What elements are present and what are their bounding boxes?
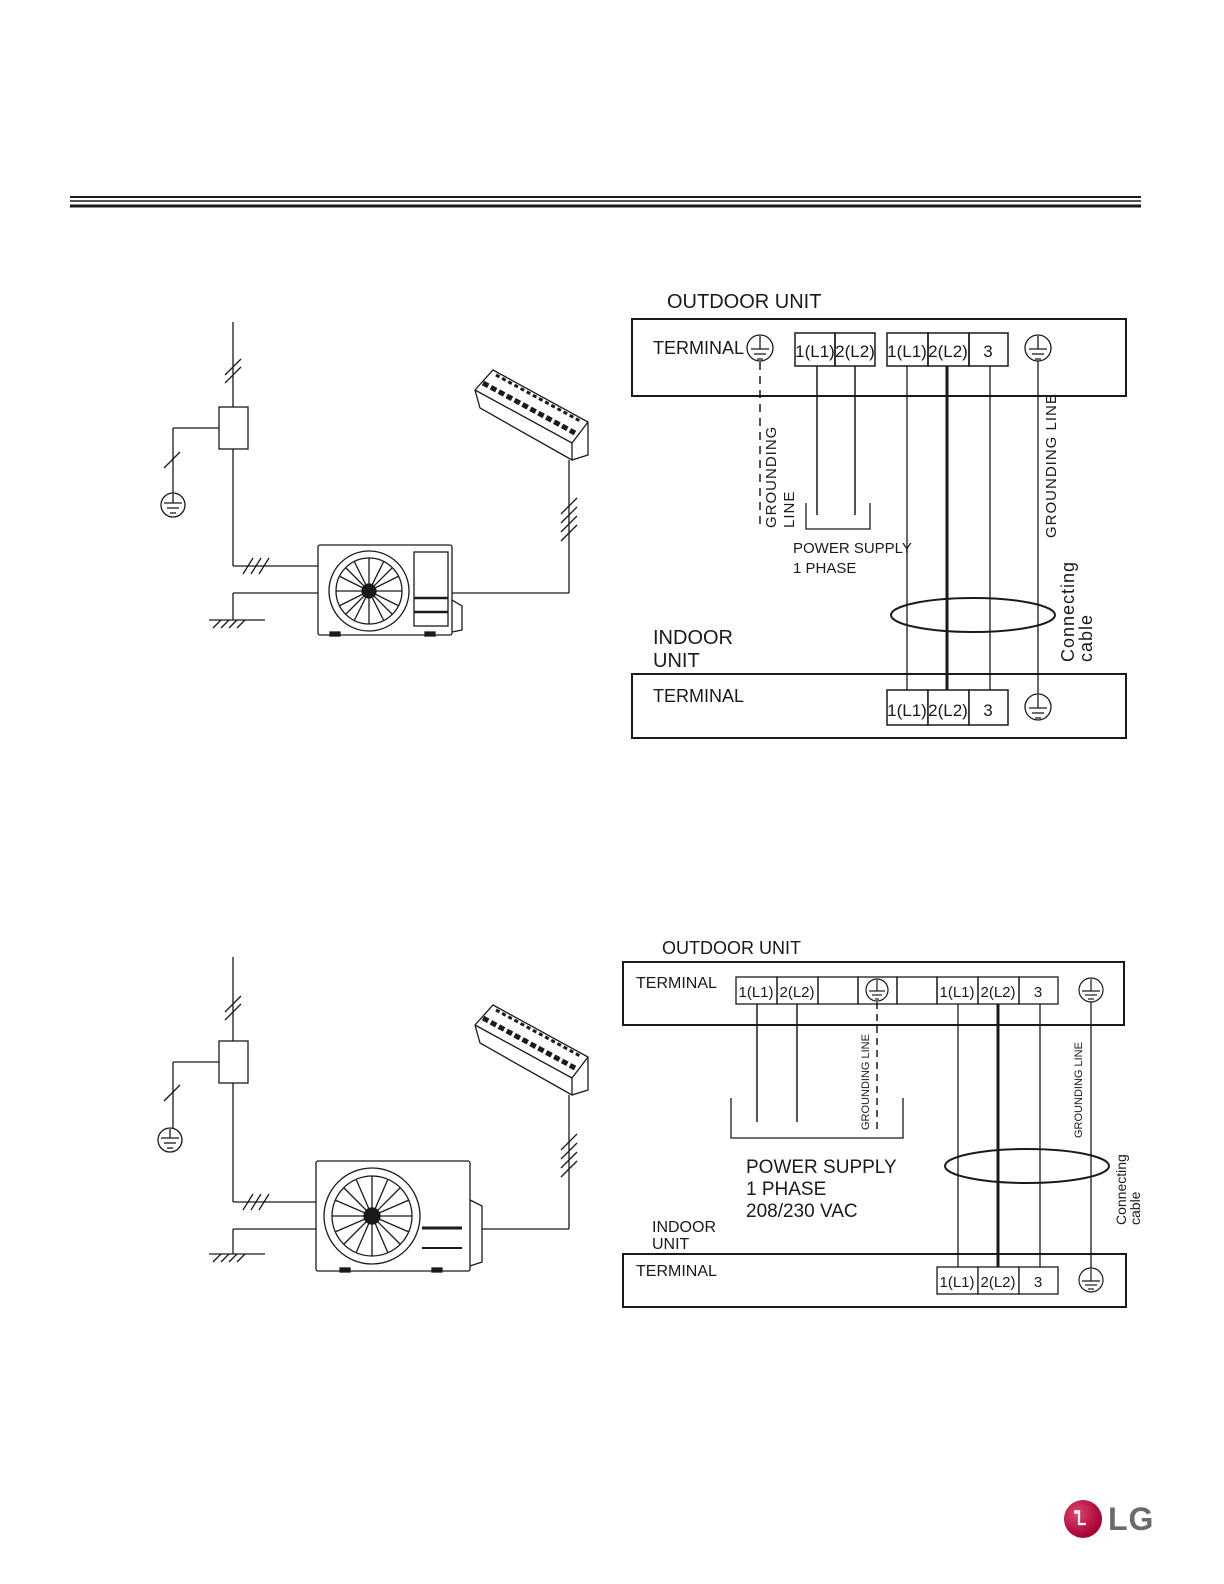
outdoor-terminal-label: TERMINAL <box>636 975 717 992</box>
power-terminal-l2: 2(L2) <box>779 984 814 1001</box>
outdoor-terminal-box <box>622 961 1125 1026</box>
lg-logo: LG <box>1064 1498 1154 1542</box>
indoor-terminal-3: 3 <box>983 701 992 720</box>
indoor-terminal-block <box>936 1266 1059 1295</box>
power-terminal-l1: 1(L1) <box>795 342 835 361</box>
header-rule <box>70 196 1141 208</box>
ground-terminal-icon <box>865 978 889 1002</box>
ground-symbol-icon <box>157 1127 183 1153</box>
supply-hash-mark <box>224 358 242 376</box>
grounding-line-right-label: GROUNDING LINE <box>1043 393 1060 538</box>
outdoor-unit-illustration <box>317 544 463 637</box>
connect-terminal-3: 3 <box>983 342 992 361</box>
indoor-terminal-label: TERMINAL <box>636 1263 717 1280</box>
ground-symbol-icon <box>160 492 186 518</box>
grounding-line-right-label: GROUNDING LINE <box>1073 1042 1085 1138</box>
wiring-diagram-2: OUTDOOR UNIT TERMINAL 1(L1) 2(L2) 1(L1) … <box>622 938 1143 1308</box>
power-supply-label: POWER SUPPLY <box>793 540 912 557</box>
power-terminal-l1: 1(L1) <box>738 984 773 1001</box>
indoor-unit-label-2: UNIT <box>652 1236 690 1253</box>
outdoor-terminal-box <box>631 318 1127 397</box>
power-supply-bracket <box>730 1098 904 1139</box>
ground-terminal-icon <box>746 334 774 362</box>
indoor-terminal-box <box>631 673 1127 739</box>
breaker-box <box>218 1040 249 1084</box>
wiring-diagram-1: OUTDOOR UNIT TERMINAL 1(L1) 2(L2) 1(L1) … <box>631 291 1127 739</box>
indoor-unit-illustration <box>474 369 589 461</box>
power-phase-label: 1 PHASE <box>746 1179 826 1200</box>
connect-terminal-2: 2(L2) <box>980 984 1015 1001</box>
indoor-terminal-3: 3 <box>1034 1274 1042 1291</box>
power-supply-bracket <box>805 503 871 530</box>
breaker-box <box>218 406 249 450</box>
indoor-unit-label-1: INDOOR <box>652 1219 716 1236</box>
grounding-line-mid-label: GROUNDING LINE <box>860 1034 872 1130</box>
lg-logo-icon <box>1064 1500 1102 1538</box>
outdoor-unit-illustration <box>315 1160 483 1273</box>
installation-illustration-1 <box>160 322 589 637</box>
connecting-cable-label-1: Connecting <box>1113 1154 1129 1225</box>
ground-terminal-icon <box>1024 334 1052 362</box>
connecting-cable-label-1: Connecting <box>1058 561 1078 662</box>
indoor-unit-illustration <box>474 1004 589 1096</box>
indoor-terminal-label: TERMINAL <box>653 686 744 706</box>
indoor-unit-label-2: UNIT <box>653 650 700 672</box>
indoor-terminal-1: 1(L1) <box>887 701 927 720</box>
indoor-terminal-box <box>622 1253 1127 1308</box>
cable-bundle-ellipse <box>944 1148 1110 1184</box>
outdoor-unit-label: OUTDOOR UNIT <box>662 938 801 958</box>
lg-logo-text: LG <box>1108 1501 1155 1537</box>
grounding-line-left-label-2: LINE <box>781 491 798 528</box>
wires-2 <box>730 1002 1110 1270</box>
installation-illustration-2 <box>157 957 589 1273</box>
power-voltage-label: 208/230 VAC <box>746 1201 858 1222</box>
ground-terminal-icon <box>1078 1267 1104 1293</box>
connecting-cable-label-2: cable <box>1076 614 1096 662</box>
indoor-terminal-1: 1(L1) <box>939 1274 974 1291</box>
ground-terminal-icon <box>1078 977 1104 1003</box>
cable-bundle-ellipse <box>890 597 1056 633</box>
indoor-terminal-2: 2(L2) <box>928 701 968 720</box>
ground-terminal-icon <box>1024 693 1052 721</box>
connect-terminal-3: 3 <box>1034 984 1042 1001</box>
indoor-terminal-2: 2(L2) <box>980 1274 1015 1291</box>
power-supply-label: POWER SUPPLY <box>746 1157 897 1178</box>
grounding-line-left-label-1: GROUNDING <box>763 426 780 528</box>
indoor-unit-label-1: INDOOR <box>653 627 733 649</box>
connect-terminal-1: 1(L1) <box>939 984 974 1001</box>
connecting-cable-label-2: cable <box>1127 1191 1143 1225</box>
wires-1 <box>759 361 1056 695</box>
outdoor-unit-label: OUTDOOR UNIT <box>667 291 821 313</box>
connect-terminal-2: 2(L2) <box>928 342 968 361</box>
outdoor-terminal-label: TERMINAL <box>653 338 744 358</box>
indoor-terminal-block <box>886 689 1009 726</box>
connect-terminal-1: 1(L1) <box>887 342 927 361</box>
power-phase-label: 1 PHASE <box>793 560 856 577</box>
power-terminal-l2: 2(L2) <box>835 342 875 361</box>
